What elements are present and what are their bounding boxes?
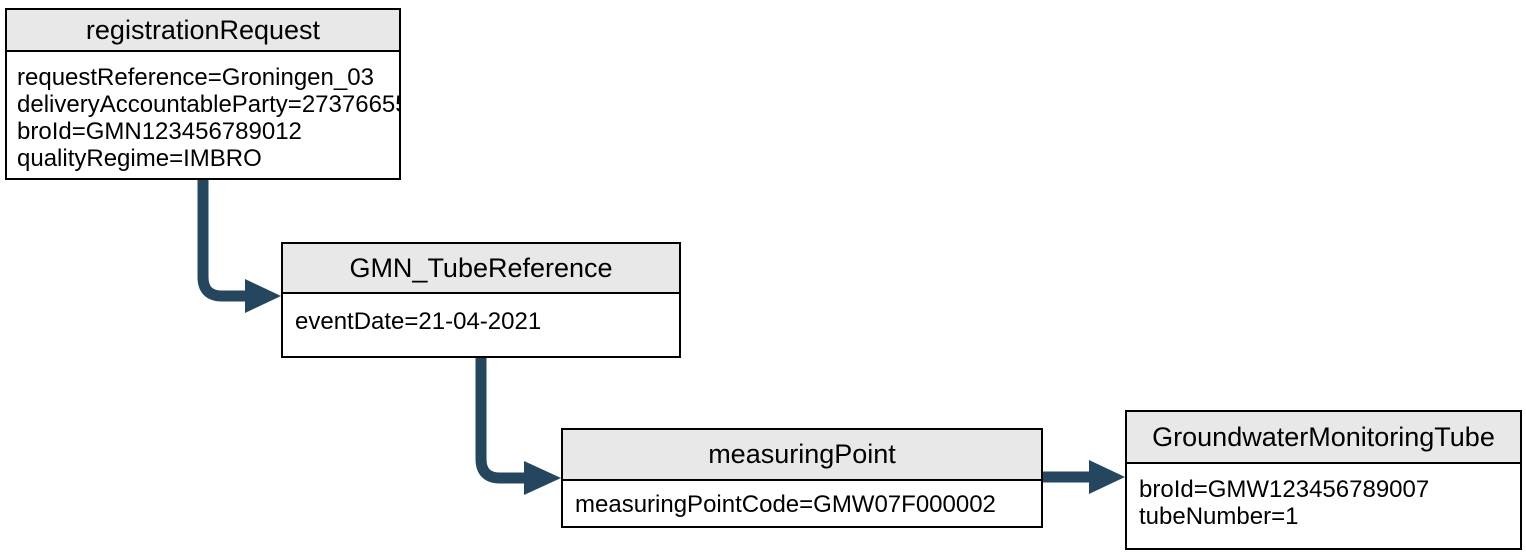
edge-line — [475, 358, 525, 484]
arrowhead-icon — [245, 279, 281, 313]
node-gmn-tube-reference: GMN_TubeReference eventDate=21-04-2021 — [281, 242, 681, 358]
node-title: GMN_TubeReference — [283, 244, 679, 294]
arrowhead-icon — [1089, 460, 1125, 494]
edge-measuringpoint-to-groundwatermonitoringtube — [1043, 460, 1125, 494]
attribute-line: tubeNumber=1 — [1139, 503, 1299, 530]
node-title: GroundwaterMonitoringTube — [1127, 412, 1520, 464]
node-attributes: requestReference=Groningen_03 deliveryAc… — [7, 52, 399, 172]
node-title: registrationRequest — [7, 10, 399, 52]
arrowhead-icon — [524, 461, 561, 495]
node-measuring-point: measuringPoint measuringPointCode=GMW07F… — [561, 428, 1043, 528]
node-attributes: measuringPointCode=GMW07F000002 — [563, 481, 1041, 518]
node-groundwater-monitoring-tube: GroundwaterMonitoringTube broId=GMW12345… — [1125, 410, 1522, 550]
attribute-line: broId=GMW123456789007 — [1139, 476, 1430, 503]
edge-gmn-tubereference-to-measuringpoint — [475, 358, 561, 495]
attribute-line: broId=GMN123456789012 — [17, 118, 302, 145]
edge-line — [197, 180, 246, 302]
attribute-line: qualityRegime=IMBRO — [17, 145, 262, 172]
attribute-line: deliveryAccountableParty=27376655 — [17, 91, 399, 118]
node-attributes: broId=GMW123456789007 tubeNumber=1 — [1127, 464, 1520, 530]
attribute-line: eventDate=21-04-2021 — [295, 308, 542, 335]
attribute-line: measuringPointCode=GMW07F000002 — [575, 491, 996, 518]
node-registration-request: registrationRequest requestReference=Gro… — [5, 8, 401, 180]
edge-registrationrequest-to-gmn-tubereference — [197, 180, 281, 313]
node-attributes: eventDate=21-04-2021 — [283, 294, 679, 335]
attribute-line: requestReference=Groningen_03 — [17, 64, 374, 91]
node-title: measuringPoint — [563, 430, 1041, 481]
